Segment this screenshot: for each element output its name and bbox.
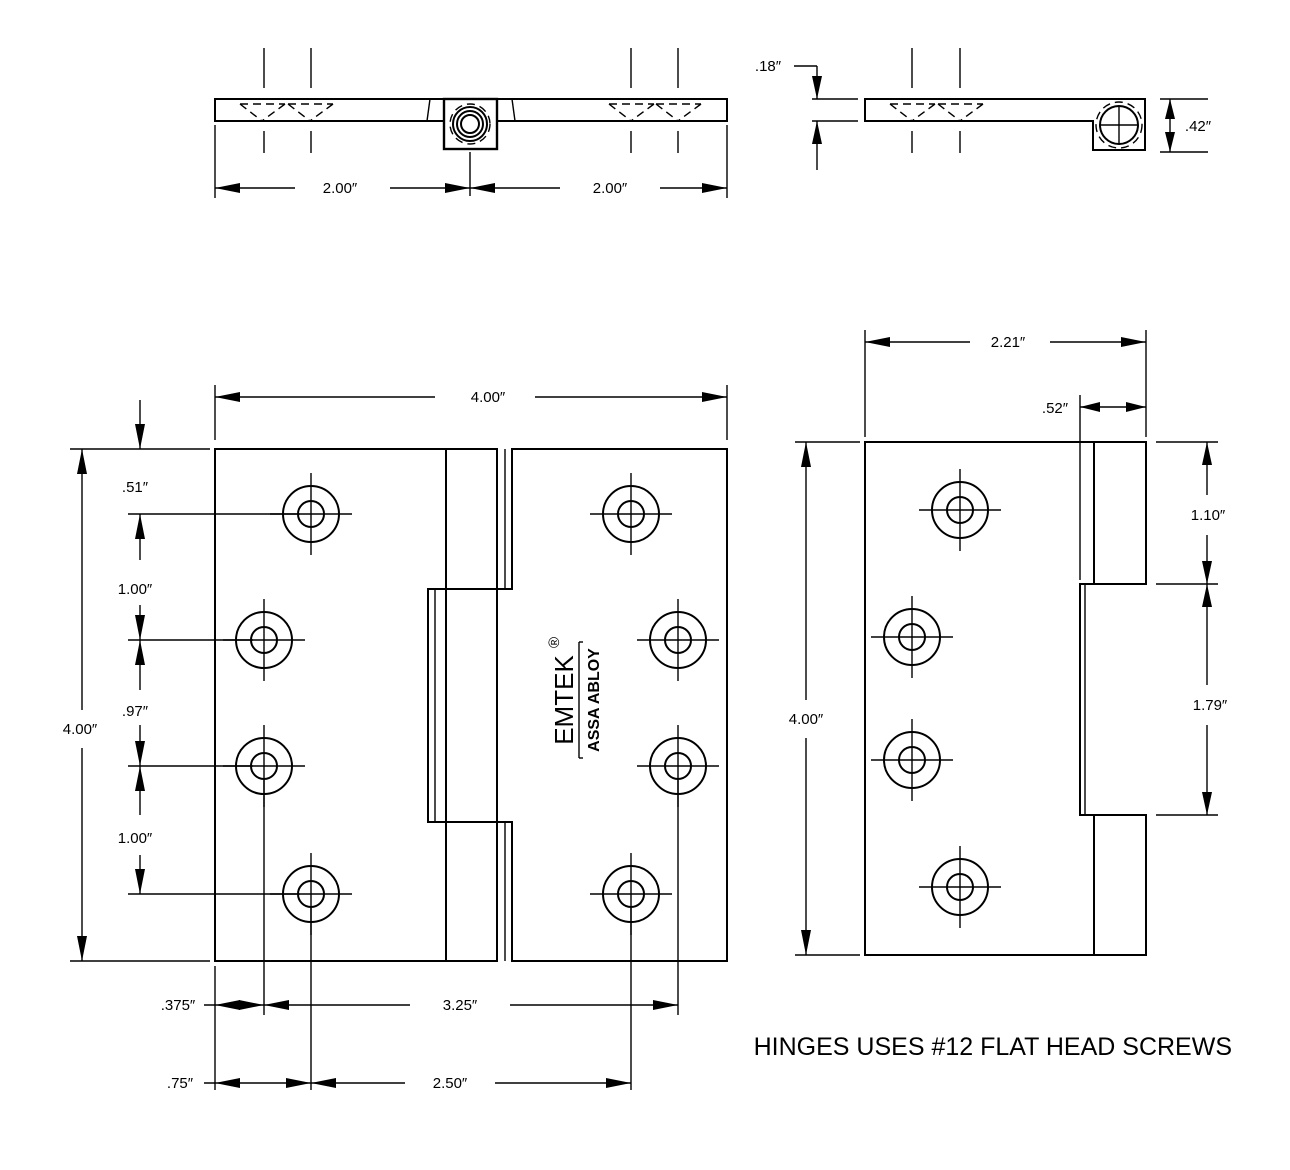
dim-front-height: 4.00″ — [63, 721, 98, 738]
logo-registered: ® — [546, 637, 563, 648]
leaf-dim-knuckle — [1079, 395, 1146, 580]
dim-front-width: 4.00″ — [471, 389, 506, 406]
dim-hole-spacing-3: 1.00″ — [118, 830, 153, 847]
screw-hole — [871, 719, 953, 801]
emtek-logo: EMTEK ® ASSA ABLOY — [546, 637, 603, 759]
top-view-bevel-right — [511, 98, 516, 122]
top-view-bevel-left — [426, 98, 431, 122]
screw-hole — [590, 473, 672, 555]
dim-top-left-width: 2.00″ — [323, 180, 358, 197]
side-view: .18″ .42″ — [755, 48, 1212, 170]
leaf-dim-height — [795, 441, 860, 956]
dim-leaf-height: 4.00″ — [789, 711, 824, 728]
screw-hole — [637, 599, 719, 681]
dim-leaf-width: 2.21″ — [991, 334, 1026, 351]
top-view-pin-outer — [452, 106, 488, 142]
top-view-pin-inner — [460, 114, 480, 134]
front-dim-hole-spacing — [128, 400, 300, 895]
screw-hole — [919, 846, 1001, 928]
logo-parent: ASSA ABLOY — [586, 648, 603, 752]
dim-hole-to-hole-b: 2.50″ — [433, 1075, 468, 1092]
side-view-profile — [864, 98, 1146, 151]
top-view-right-leaf — [495, 98, 728, 122]
dim-hole-to-hole-a: 3.25″ — [443, 997, 478, 1014]
top-view-countersinks — [239, 103, 702, 122]
dim-top-right-width: 2.00″ — [593, 180, 628, 197]
top-view-pin-hidden — [449, 103, 491, 145]
dim-knuckle-length: 1.10″ — [1191, 507, 1226, 524]
logo-brand: EMTEK — [549, 655, 579, 745]
dim-knuckle-width: .52″ — [1042, 400, 1069, 417]
front-view: EMTEK ® ASSA ABLOY 4.00″ 4.00″ — [63, 385, 728, 1092]
dim-hole1-offset: .51″ — [122, 479, 149, 496]
top-view: 2.00″ 2.00″ — [214, 48, 728, 198]
dim-leaf-thickness: .18″ — [755, 58, 782, 75]
side-arrow-d — [1165, 132, 1175, 152]
side-view-pin-hidden — [1095, 101, 1143, 149]
front-right-screw-holes — [590, 473, 719, 935]
dim-hole-spacing-1: 1.00″ — [118, 581, 153, 598]
top-view-left-leaf — [214, 98, 447, 122]
top-view-pin-mid — [456, 110, 484, 138]
front-dim-bottom — [204, 780, 679, 1090]
screw-note: HINGES USES #12 FLAT HEAD SCREWS — [754, 1033, 1232, 1061]
dim-barrel-height: .42″ — [1185, 118, 1212, 135]
dim-hole-spacing-2: .97″ — [122, 703, 149, 720]
front-left-leaf — [214, 448, 498, 962]
dim-gap-length: 1.79″ — [1193, 697, 1228, 714]
top-view-dimension-lines — [215, 183, 727, 193]
dim-edge-to-hole-b: .75″ — [167, 1075, 194, 1092]
side-arrow-c — [1165, 99, 1175, 119]
front-right-leaf — [427, 448, 728, 962]
leaf-dim-width — [864, 330, 1147, 437]
side-arrow-b — [812, 121, 822, 144]
top-view-centerlines — [214, 48, 728, 198]
side-arrow-a — [812, 76, 822, 99]
dim-edge-to-hole-a: .375″ — [161, 997, 196, 1014]
screw-hole — [871, 596, 953, 678]
side-view-countersinks — [889, 103, 984, 122]
leaf-screw-holes — [871, 469, 1001, 928]
leaf-dim-knuckle-lengths — [1156, 441, 1218, 816]
screw-hole — [919, 469, 1001, 551]
front-dim-width — [214, 385, 728, 440]
leaf-outline — [864, 441, 1147, 956]
front-left-screw-holes — [223, 473, 352, 935]
leaf-view: 2.21″ .52″ 4.00″ — [789, 330, 1228, 956]
